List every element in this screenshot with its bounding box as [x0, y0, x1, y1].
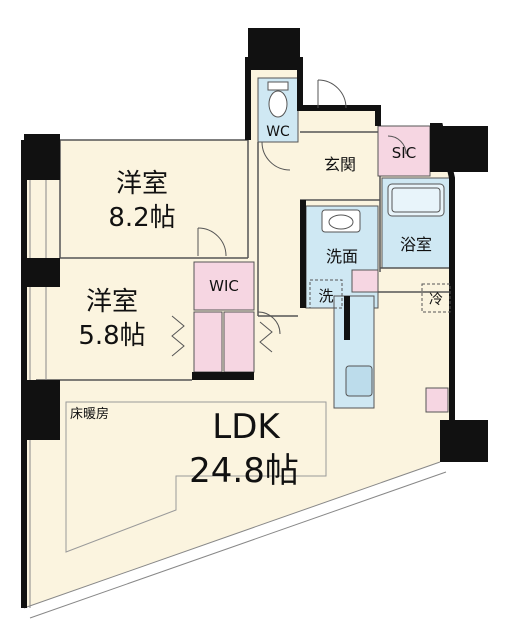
ldk-name: LDK [212, 407, 281, 447]
fridge-space [421, 283, 451, 313]
bedroom2-size: 5.8帖 [78, 321, 145, 351]
sic-area [377, 125, 431, 177]
sic-label: SIC [392, 144, 416, 162]
bathroom-label: 浴室 [400, 235, 432, 254]
interior-walls [36, 131, 452, 381]
washroom-label: 洗面 [326, 247, 358, 266]
ldk-size: 24.8帖 [189, 451, 299, 491]
closet-1 [193, 311, 223, 373]
bathtub-icon [387, 183, 445, 217]
washer-label: 洗 [318, 287, 333, 305]
floor-heating-zone [65, 401, 327, 553]
closet-2 [223, 311, 255, 373]
entrance-label: 玄関 [324, 155, 356, 174]
bedroom1-name: 洋室 [116, 169, 168, 199]
wc-label: WC [266, 124, 290, 140]
window-lines [23, 180, 447, 619]
washer-space [309, 279, 343, 309]
bedroom2-name: 洋室 [86, 287, 138, 317]
columns [24, 28, 488, 462]
door-swing-icon [171, 79, 407, 357]
stove-icon [345, 365, 373, 397]
floor-heating-label: 床暖房 [70, 406, 109, 422]
sink-icon [321, 209, 361, 233]
bedroom1-size: 8.2帖 [108, 203, 175, 233]
wic-area [193, 261, 255, 311]
ldk-storage [425, 387, 449, 413]
wic-label: WIC [209, 277, 239, 295]
small-storage [351, 269, 379, 293]
toilet-icon [267, 81, 289, 118]
fridge-label: 冷 [429, 292, 443, 308]
